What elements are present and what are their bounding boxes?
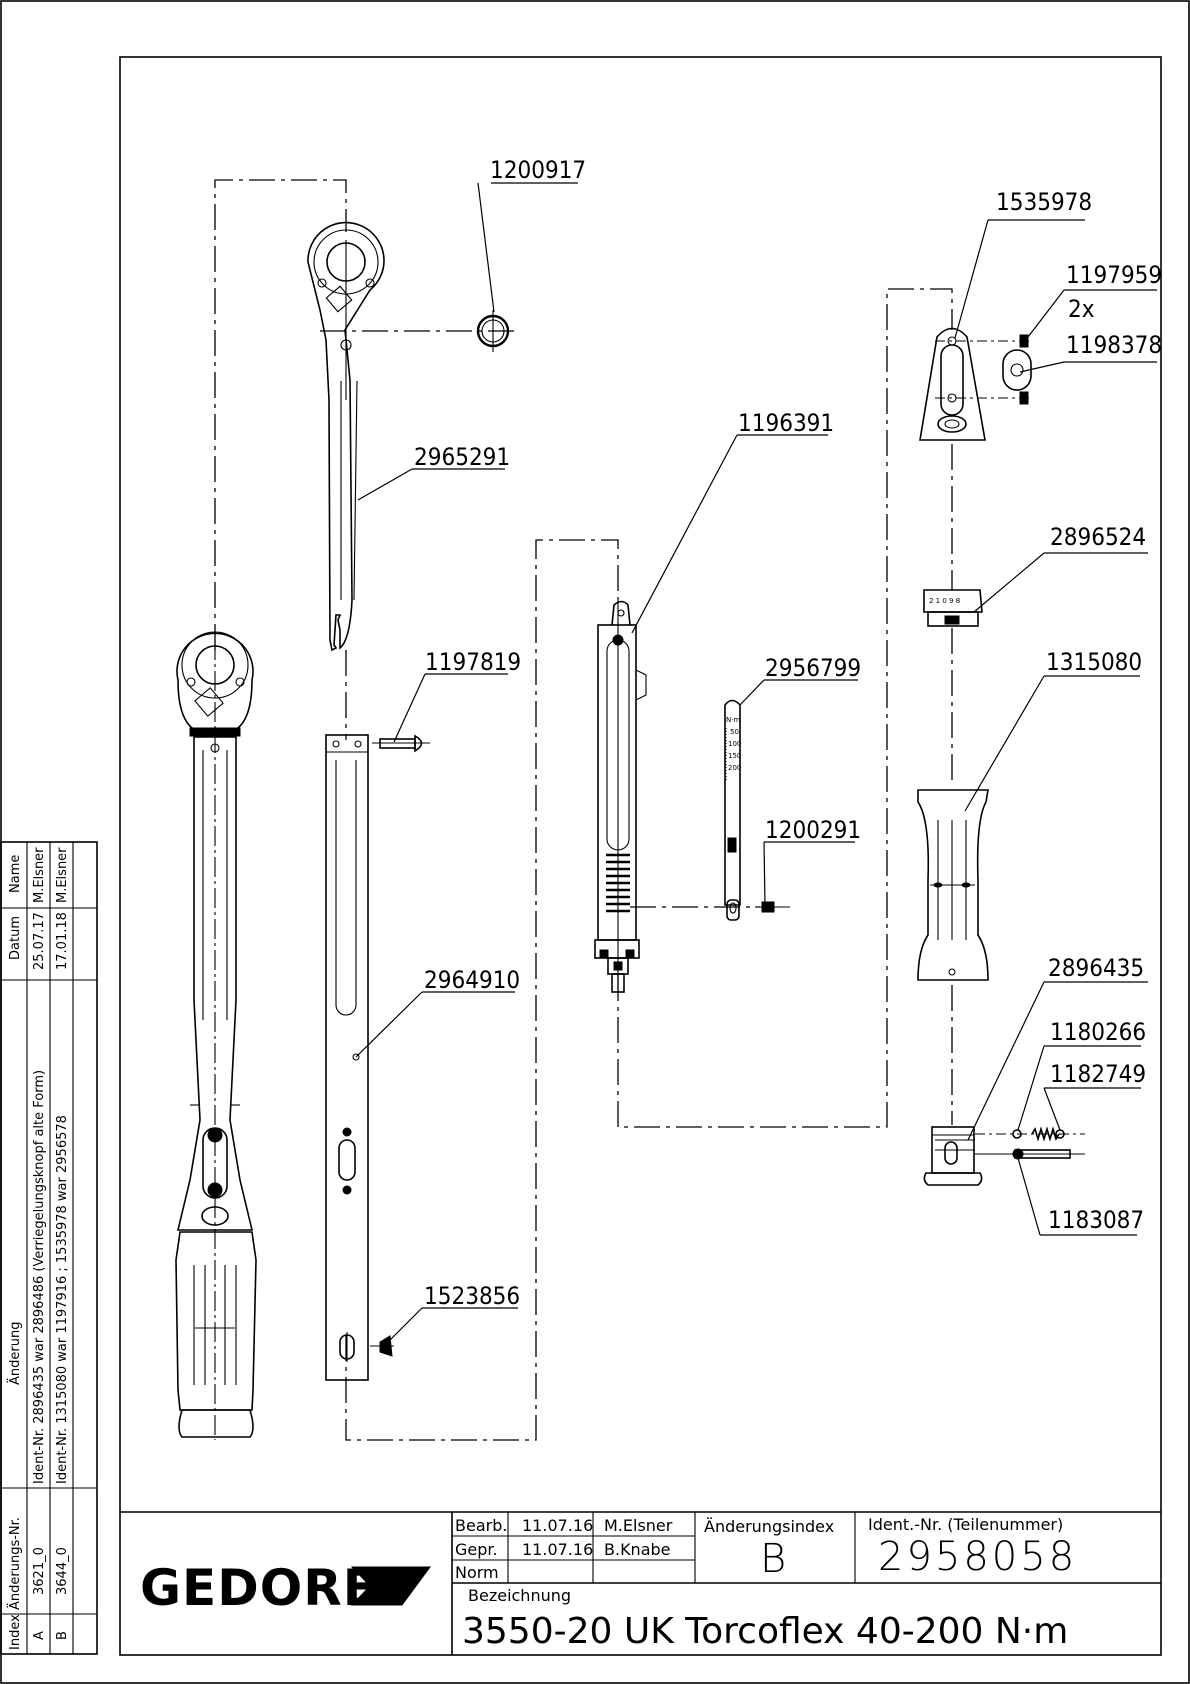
label-1180266: 1180266 xyxy=(1050,1018,1146,1046)
rev-a-date: 25.07.17 xyxy=(32,912,47,970)
rev-header-change: Änderung xyxy=(7,1322,23,1385)
label-1197959: 1197959 xyxy=(1066,261,1162,289)
rev-header-change-no: Änderungs-Nr. xyxy=(7,1517,23,1610)
scale-tick-200: 200 xyxy=(728,764,741,772)
title-block: GEDORE Bearb. 11.07.16 M.Elsner Gepr. 11… xyxy=(120,1511,1161,1655)
label-1523856: 1523856 xyxy=(424,1282,520,1310)
leader-lines xyxy=(355,182,1157,1343)
label-1197819: 1197819 xyxy=(425,648,521,676)
label-1315080: 1315080 xyxy=(1046,648,1142,676)
label-2896435: 2896435 xyxy=(1048,954,1144,982)
tb-ident-value: 2958058 xyxy=(878,1534,1077,1580)
ratchet-head-2965291 xyxy=(307,221,385,652)
scale-tick-100: 100 xyxy=(728,740,741,748)
spring-coil xyxy=(606,853,630,913)
tb-name-gepr: B.Knabe xyxy=(604,1540,671,1559)
rev-a-change: Ident-Nr. 2896435 war 2896486 (Verriegel… xyxy=(32,1070,47,1484)
tb-role-norm: Norm xyxy=(455,1563,499,1582)
tb-change-index-value: B xyxy=(760,1536,786,1582)
rev-a-index: A xyxy=(32,1631,47,1640)
label-2964910: 2964910 xyxy=(424,966,520,994)
rev-b-change: Ident-Nr. 1315080 war 1197916 ; 1535978 … xyxy=(55,1115,70,1484)
tube-2964910 xyxy=(325,734,369,1381)
rev-b-index: B xyxy=(55,1631,70,1640)
label-1200291: 1200291 xyxy=(765,816,861,844)
label-1197959-qty: 2x xyxy=(1068,295,1095,323)
rev-b-name: M.Elsner xyxy=(55,847,70,903)
label-1535978: 1535978 xyxy=(996,188,1092,216)
scale-unit: N·m xyxy=(726,716,740,724)
tb-designation-value: 3550-20 UK Torcoflex 40-200 N·m xyxy=(462,1611,1068,1652)
screw-1200291 xyxy=(755,901,790,913)
scale-tick-150: 150 xyxy=(728,752,741,760)
label-1196391: 1196391 xyxy=(738,409,834,437)
label-2896524: 2896524 xyxy=(1050,523,1146,551)
tb-name-bearb: M.Elsner xyxy=(604,1516,673,1535)
rev-b-date: 17.01.18 xyxy=(55,912,70,970)
end-cap-2896435 xyxy=(923,1126,983,1186)
rev-a-name: M.Elsner xyxy=(32,847,47,903)
tb-role-gepr: Gepr. xyxy=(455,1540,498,1559)
tb-ident-label: Ident.-Nr. (Teilenummer) xyxy=(868,1515,1063,1534)
lock-parts xyxy=(975,1126,1085,1160)
part-labels: 1200917 2965291 1197819 2964910 1523856 … xyxy=(414,156,1162,1310)
label-1198378: 1198378 xyxy=(1066,331,1162,359)
screws-1197959 xyxy=(1019,334,1029,405)
tb-date-bearb: 11.07.16 xyxy=(522,1516,593,1535)
tb-designation-label: Bezeichnung xyxy=(468,1586,571,1605)
svg-text:2 1 0 9 8: 2 1 0 9 8 xyxy=(929,597,960,605)
scale-2956799: N·m 50 100 150 200 xyxy=(724,699,741,921)
rev-a-change-no: 3621_0 xyxy=(32,1547,47,1595)
rev-header-name: Name xyxy=(8,855,23,893)
rev-header-index: Index xyxy=(8,1614,23,1650)
label-1183087: 1183087 xyxy=(1048,1206,1144,1234)
mechanism-1196391 xyxy=(594,600,647,993)
label-2965291: 2965291 xyxy=(414,443,510,471)
tb-date-gepr: 11.07.16 xyxy=(522,1540,593,1559)
rev-header-date: Datum xyxy=(8,916,23,960)
drawing-frame xyxy=(119,56,1162,1656)
rev-b-change-no: 3644_0 xyxy=(55,1547,70,1595)
tb-change-index-label: Änderungsindex xyxy=(704,1517,834,1536)
ring-1200917 xyxy=(476,310,510,352)
label-1182749: 1182749 xyxy=(1050,1060,1146,1088)
pin-1197819 xyxy=(372,734,430,753)
gedore-logo-mark xyxy=(350,1566,431,1606)
bracket-1535978 xyxy=(919,327,1030,441)
revision-table: Index Änderungs-Nr. Änderung Datum Name … xyxy=(0,841,98,1655)
ring-2896524: 2 1 0 9 8 xyxy=(923,589,983,627)
assembled-torque-wrench xyxy=(175,631,257,1440)
tb-role-bearb: Bearb. xyxy=(455,1516,507,1535)
gedore-logo-text: GEDORE xyxy=(140,1559,378,1617)
scale-tick-50: 50 xyxy=(730,728,739,736)
label-2956799: 2956799 xyxy=(765,654,861,682)
grip-1315080 xyxy=(917,789,989,981)
label-1200917: 1200917 xyxy=(490,156,586,184)
